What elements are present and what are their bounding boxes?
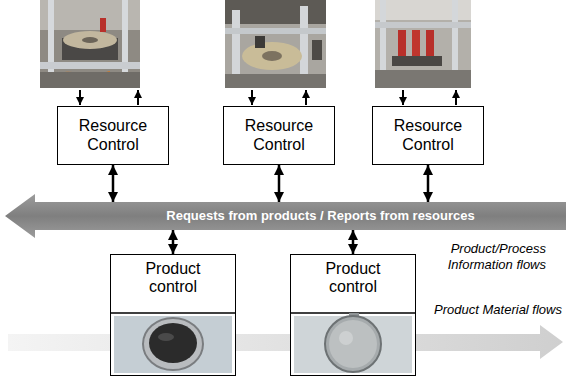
band-arrow xyxy=(5,194,566,238)
product-box: Product control xyxy=(110,254,236,376)
node-text: Product control xyxy=(307,260,399,297)
resource-box: Resource Control xyxy=(223,106,335,165)
box-back xyxy=(110,254,236,376)
signal-arrow xyxy=(80,90,456,105)
box-back xyxy=(290,254,416,376)
connector-arrow xyxy=(112,165,115,202)
flow-band: Requests from products / Reports from re… xyxy=(5,202,566,230)
node-text: Product control xyxy=(127,260,219,297)
node-text: Resource Control xyxy=(65,117,161,154)
divider xyxy=(110,312,236,314)
flow-label: Product Material flows xyxy=(404,302,562,318)
node-text: Resource Control xyxy=(380,117,476,154)
product-photo xyxy=(294,313,412,373)
station-photo xyxy=(375,0,471,88)
connector-arrow xyxy=(278,165,281,202)
station-photo xyxy=(225,0,326,88)
product-photo xyxy=(114,316,232,373)
connector-arrow xyxy=(172,230,175,254)
node-text: Requests from products / Reports from re… xyxy=(5,202,566,230)
product-box: Product control xyxy=(290,254,416,376)
connector-arrow xyxy=(352,230,355,254)
connector-arrow xyxy=(427,165,430,202)
node-text: Resource Control xyxy=(231,117,327,154)
flow-label: Product/Process Information flows xyxy=(421,241,546,272)
station-photo xyxy=(40,0,140,88)
material-flow-arrow xyxy=(8,325,563,359)
resource-box: Resource Control xyxy=(372,106,484,165)
resource-box: Resource Control xyxy=(57,106,169,165)
